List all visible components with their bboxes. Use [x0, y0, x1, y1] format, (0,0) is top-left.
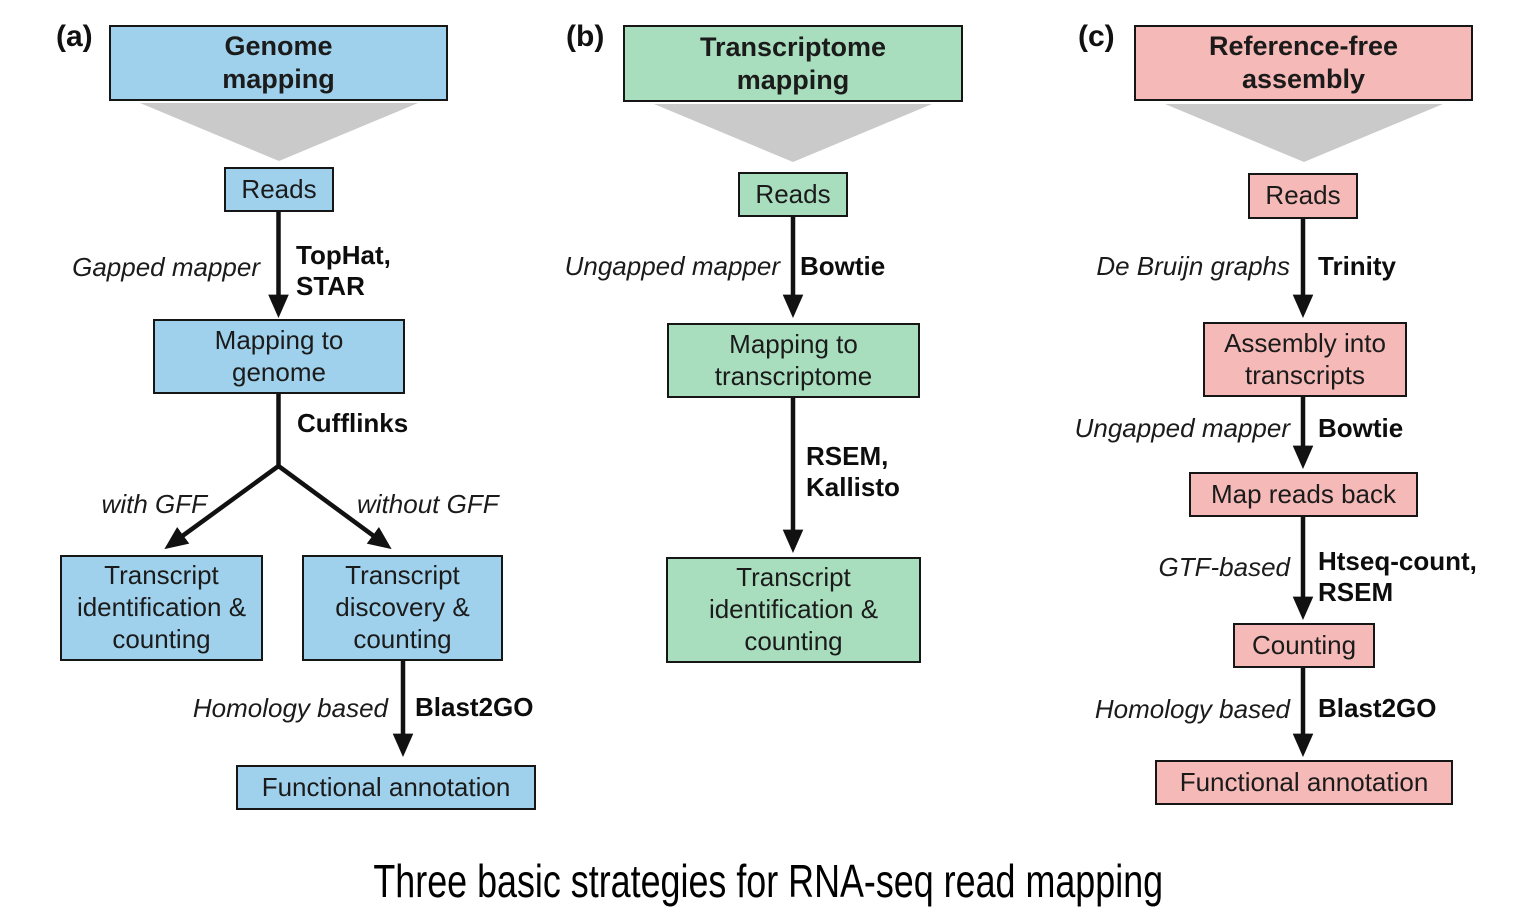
panel-b-reads-box: Reads — [738, 172, 848, 217]
panel-a-edge1-tools-label: TopHat, STAR — [296, 240, 391, 301]
panel-a-edge3-method-label: Homology based — [192, 693, 388, 723]
panel-a-branch-left-label: with GFF — [101, 489, 207, 519]
panel-b-edge1-tools-label: Bowtie — [800, 251, 886, 281]
panel-b-edge2-tools-label: RSEM, Kallisto — [806, 441, 900, 502]
panel-a-reads-box: Reads — [224, 167, 334, 212]
panel-c-edge2-method-label: Ungapped mapper — [1074, 413, 1290, 443]
funnel-icon-c — [1165, 104, 1443, 162]
panel-c-map-reads-back-box: Map reads back — [1189, 472, 1418, 517]
panel-b-title-box: Transcriptome mapping — [623, 25, 963, 102]
panel-c-assembly-box: Assembly into transcripts — [1203, 322, 1407, 397]
arrow-a-branch-right — [277, 464, 392, 550]
panel-c-title-box: Reference-free assembly — [1134, 25, 1473, 101]
panel-b-mapping-box: Mapping to transcriptome — [667, 323, 920, 398]
funnel-icon-a — [140, 103, 418, 161]
panel-c-edge4-method-label: Homology based — [1094, 694, 1290, 724]
panel-b-label: (b) — [566, 20, 605, 53]
panel-a-edge2-tools-label: Cufflinks — [297, 408, 409, 438]
panel-c-edge3-method-label: GTF-based — [1158, 552, 1291, 582]
panel-c-functional-annotation-box: Functional annotation — [1155, 760, 1453, 805]
panel-a-label: (a) — [56, 20, 93, 53]
panel-a-transcript-discovery-box: Transcript discovery & counting — [302, 555, 503, 661]
panel-c-edge1-method-label: De Bruijn graphs — [1096, 251, 1290, 281]
panel-a-transcript-identification-box: Transcript identification & counting — [60, 555, 263, 661]
figure-caption: Three basic strategies for RNA-seq read … — [0, 854, 1536, 908]
panel-c-edge1-tools-label: Trinity — [1318, 251, 1397, 281]
panel-a-branch-right-label: without GFF — [357, 489, 499, 519]
panel-c-edge3-tools-label: Htseq-count, RSEM — [1318, 546, 1477, 607]
panel-c-counting-box: Counting — [1233, 623, 1375, 668]
panel-b-transcript-identification-box: Transcript identification & counting — [666, 557, 921, 663]
panel-c-reads-box: Reads — [1248, 173, 1358, 219]
funnel-icon-b — [654, 104, 932, 162]
panel-a-edge3-tools-label: Blast2GO — [415, 692, 534, 722]
panel-b-edge1-method-label: Ungapped mapper — [564, 251, 780, 281]
figure-caption-text: Three basic strategies for RNA-seq read … — [373, 855, 1163, 907]
panel-a-mapping-box: Mapping to genome — [153, 319, 405, 394]
panel-a-edge1-method-label: Gapped mapper — [72, 252, 260, 282]
panel-c-edge2-tools-label: Bowtie — [1318, 413, 1404, 443]
panel-c-label: (c) — [1078, 20, 1115, 53]
panel-a-title-box: Genome mapping — [109, 25, 448, 101]
panel-c-edge4-tools-label: Blast2GO — [1318, 693, 1437, 723]
panel-a-functional-annotation-box: Functional annotation — [236, 765, 536, 810]
arrow-a-branch-left — [164, 464, 280, 550]
